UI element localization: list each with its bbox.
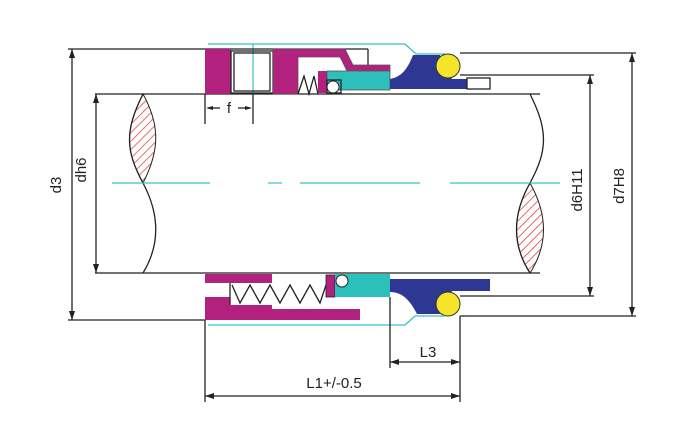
- right-break-hatch: [516, 181, 544, 274]
- ball: [335, 274, 349, 288]
- spring-icon: [231, 283, 327, 305]
- label-dh6: dh6: [73, 157, 90, 182]
- label-d3: d3: [48, 177, 65, 194]
- set-screw-box: [230, 50, 274, 94]
- seal-top-section: [68, 43, 636, 97]
- label-d6H11: d6H11: [569, 168, 586, 211]
- spring-icon: [297, 73, 319, 97]
- label-d7H8: d7H8: [611, 168, 628, 204]
- seal-bottom-section: [68, 274, 636, 402]
- label-L3: L3: [420, 344, 437, 361]
- label-L1: L1+/-0.5: [306, 375, 361, 392]
- label-f: f: [227, 100, 232, 117]
- o-ring: [435, 291, 461, 317]
- drive-collar: [205, 49, 231, 94]
- seal-ring: [335, 274, 390, 297]
- ball: [326, 80, 340, 94]
- dimensions: d3 dh6 d6H11 d7H8 f L3 L1+/-0.5: [48, 49, 635, 399]
- shaft: [95, 92, 560, 274]
- left-break-hatch: [129, 92, 157, 185]
- seat: [390, 55, 467, 89]
- o-ring: [435, 53, 461, 79]
